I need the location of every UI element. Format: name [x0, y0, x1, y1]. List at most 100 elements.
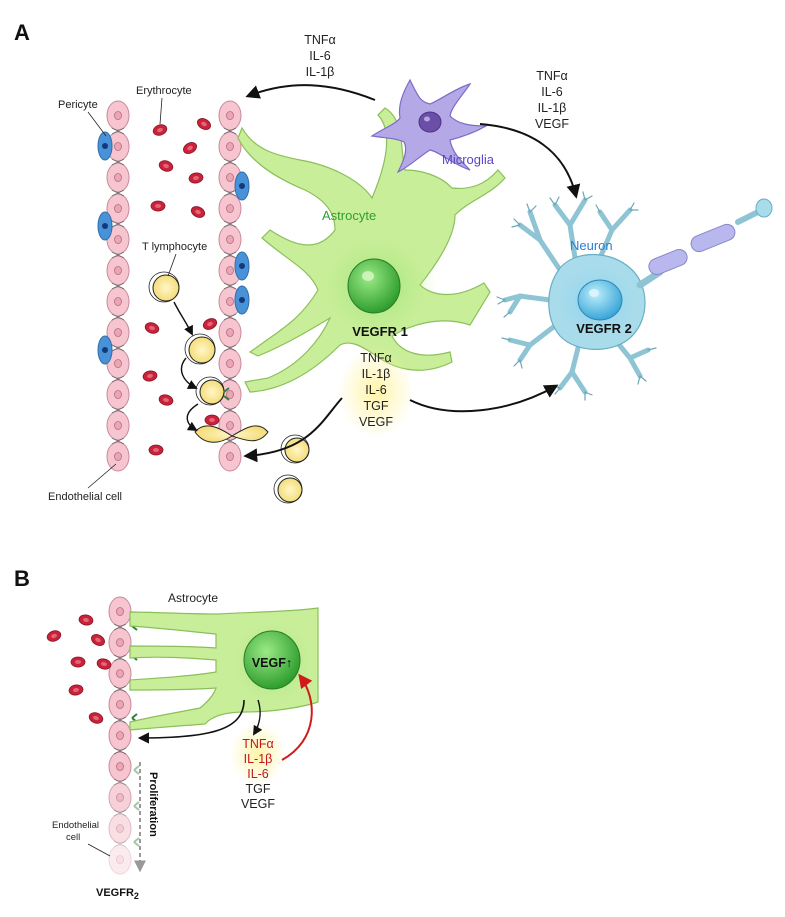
- astrocyte-cytokine-glow: [338, 346, 414, 438]
- pericyte: [97, 211, 113, 241]
- endothelial-b-leader: [87, 843, 111, 857]
- left-endothelial-cell: [106, 406, 130, 441]
- neuron-label: Neuron: [570, 238, 613, 253]
- arrow-astrocyte-to-vessel: [243, 397, 343, 463]
- right-endothelial-cell: [218, 100, 242, 131]
- microglia-label: Microglia: [442, 152, 495, 167]
- erythrocyte: [183, 142, 197, 154]
- b-endothelial-cell: [108, 596, 132, 627]
- arrow-microglia-to-neuron: [479, 123, 581, 199]
- pericyte: [234, 251, 250, 281]
- left-endothelial-cell: [106, 251, 130, 286]
- vegfr2-b-label: VEGFR2: [96, 887, 139, 901]
- pericyte-leader: [87, 111, 107, 137]
- vessel-right: [218, 100, 242, 472]
- cytokine-a2-0: TNFα: [536, 69, 568, 83]
- right-endothelial-cell: [218, 437, 242, 472]
- erythrocyte: [142, 370, 158, 382]
- b-cytokine-glow: [230, 722, 286, 786]
- b-endothelial-cell: [108, 716, 132, 751]
- erythrocyte-leader: [159, 97, 163, 125]
- erythrocyte-label: Erythrocyte: [136, 85, 192, 97]
- left-endothelial-cell: [106, 282, 130, 317]
- microglia-neuron-cytokines: TNFα IL-6 IL-1β VEGF: [535, 69, 569, 131]
- cytokine-a2-3: VEGF: [535, 117, 569, 131]
- b-endothelial-cell: [108, 685, 132, 720]
- erythrocyte: [148, 444, 164, 456]
- cytokine-a1-0: TNFα: [304, 33, 336, 47]
- right-endothelial-cell: [218, 189, 242, 224]
- right-endothelial-cell: [218, 127, 242, 162]
- right-endothelial-cell: [218, 375, 242, 410]
- panel-a-label: A: [14, 20, 30, 45]
- endothelial-b-label-2: cell: [66, 832, 80, 843]
- left-endothelial-cell: [106, 220, 130, 255]
- erythrocyte: [70, 656, 86, 668]
- pericyte: [234, 285, 250, 315]
- b-endothelial-cell: [108, 840, 132, 875]
- arrow-microglia-to-vessel: [245, 84, 376, 101]
- erythrocyte: [197, 118, 211, 130]
- erythrocyte: [152, 124, 168, 136]
- b-cytokine: IL-1β: [244, 752, 273, 766]
- astrocyte-a: [237, 107, 506, 393]
- left-endothelial-cell: [106, 189, 130, 224]
- pericyte: [97, 335, 113, 365]
- t-lymphocyte-leader: [167, 253, 177, 277]
- adhesion-marker: [133, 837, 140, 847]
- erythrocyte: [188, 172, 204, 184]
- panel-b-label: B: [14, 566, 30, 591]
- b-cytokine: IL-6: [247, 767, 269, 781]
- b-endothelial-cell: [108, 747, 132, 782]
- vegfr2-b-sub: 2: [134, 891, 139, 901]
- proliferation-label: Proliferation: [147, 772, 159, 837]
- vegfr1-label: VEGFR 1: [352, 324, 408, 339]
- right-endothelial-cell: [218, 344, 242, 379]
- cytokine-a3-1: IL-1β: [362, 367, 391, 381]
- cytokine-a2-1: IL-6: [541, 85, 563, 99]
- b-endothelial-cell: [108, 778, 132, 813]
- b-cytokine: VEGF: [241, 797, 275, 811]
- cytokine-a3-3: TGF: [364, 399, 389, 413]
- right-endothelial-cell: [218, 313, 242, 348]
- erythrocyte: [204, 414, 220, 426]
- erythrocyte: [144, 322, 160, 334]
- erythrocyte: [190, 206, 206, 218]
- arrow-lymph-1: [173, 301, 193, 336]
- erythrocyte: [91, 634, 105, 646]
- erythrocyte: [158, 160, 174, 172]
- cytokine-a3-4: VEGF: [359, 415, 393, 429]
- vessel-left: [106, 100, 130, 472]
- left-endothelial-cell: [106, 127, 130, 162]
- erythrocyte: [68, 684, 84, 696]
- arrow-astrocyte-to-neuron: [409, 384, 559, 413]
- arrow-b-red-feedback: [281, 673, 313, 761]
- b-endothelial-cell: [108, 623, 132, 658]
- astrocyte-label: Astrocyte: [322, 208, 376, 223]
- erythrocyte: [96, 658, 112, 670]
- erythrocyte: [78, 614, 94, 626]
- arrow-b-astro-to-cytokines: [252, 699, 263, 736]
- astrocyte-cytokines: TNFα IL-1β IL-6 TGF VEGF: [359, 351, 393, 429]
- vegf-up-label: VEGF↑: [252, 656, 292, 670]
- astrocyte-b-label: Astrocyte: [168, 591, 218, 605]
- cytokine-a1-1: IL-6: [309, 49, 331, 63]
- microglia-vessel-cytokines: TNFα IL-6 IL-1β: [304, 33, 336, 79]
- vegfr2-label: VEGFR 2: [576, 321, 632, 336]
- endothelial-leader: [87, 463, 117, 489]
- left-endothelial-cell: [106, 100, 130, 131]
- erythrocytes-b: [46, 614, 112, 724]
- cytokine-a3-0: TNFα: [360, 351, 392, 365]
- erythrocyte: [88, 712, 104, 724]
- b-cytokine: TNFα: [242, 737, 274, 751]
- endothelial-cell-label: Endothelial cell: [48, 491, 122, 503]
- left-endothelial-cell: [106, 375, 130, 410]
- adhesion-marker: [133, 801, 140, 811]
- left-endothelial-cell: [106, 437, 130, 472]
- arrow-lymph-3: [186, 403, 199, 432]
- erythrocyte: [158, 394, 174, 406]
- vessel-b: [108, 596, 140, 875]
- erythrocyte: [46, 630, 62, 642]
